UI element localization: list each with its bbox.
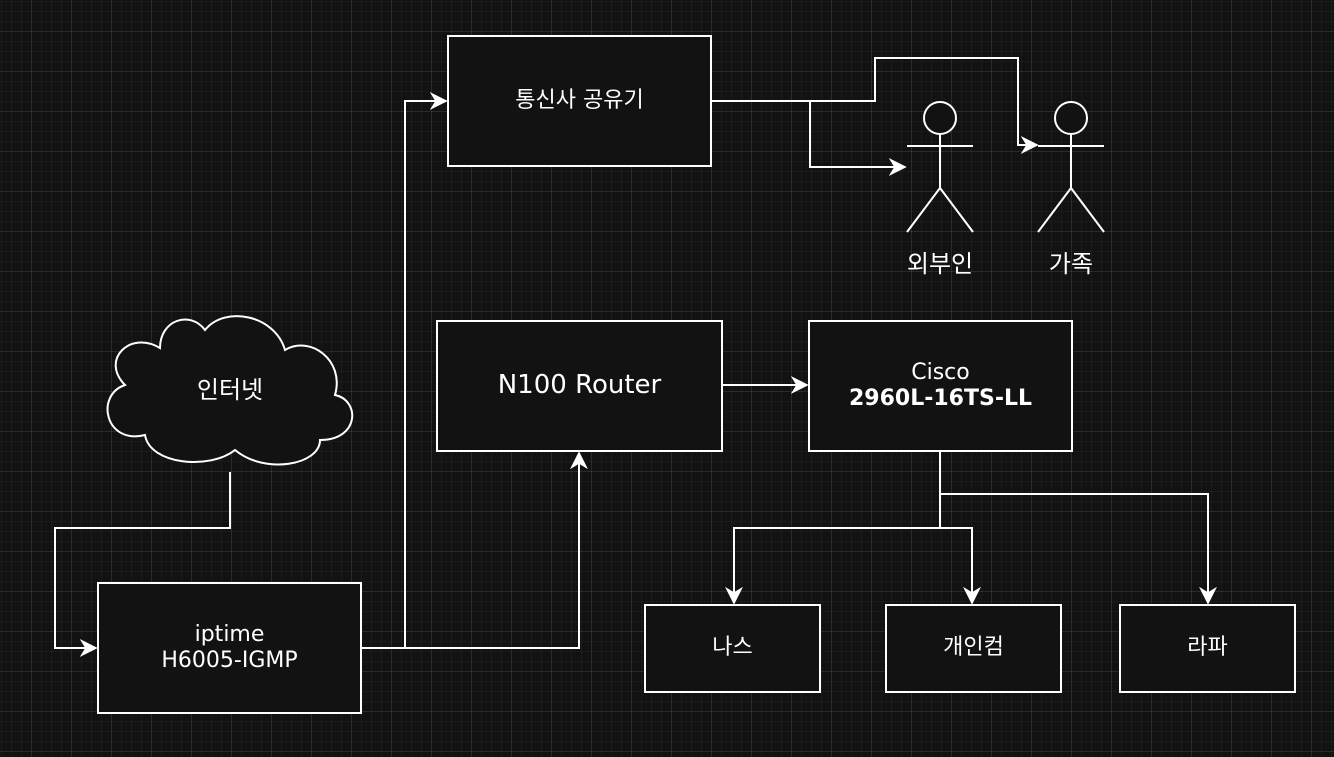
n100-router-label: N100 Router bbox=[497, 370, 662, 401]
edge-telecom-router-to-family bbox=[711, 57, 1039, 154]
edge-cisco-to-nas bbox=[725, 452, 941, 605]
outsider-person-icon bbox=[906, 101, 974, 233]
nas-label: 나스 bbox=[712, 635, 753, 661]
cisco-brand-label: Cisco bbox=[911, 359, 970, 385]
pc-label: 개인컴 bbox=[943, 635, 1004, 661]
internet-label: 인터넷 bbox=[196, 376, 264, 404]
edge-telecom-router-to-outsider bbox=[711, 100, 907, 176]
cisco-model-label: 2960L-16TS-LL bbox=[848, 386, 1032, 411]
cloud-icon bbox=[106, 315, 354, 466]
edge-iptime-to-telecom-router bbox=[361, 92, 448, 649]
nas-node[interactable]: 나스 bbox=[644, 604, 821, 693]
telecom-router-label: 통신사 공유기 bbox=[515, 87, 644, 113]
telecom-router-node[interactable]: 통신사 공유기 bbox=[447, 35, 712, 167]
edge-internet-to-iptime bbox=[54, 472, 231, 657]
family-person-icon bbox=[1037, 101, 1105, 233]
iptime-model-label: H6005-IGMP bbox=[161, 648, 298, 673]
pc-node[interactable]: 개인컴 bbox=[885, 604, 1062, 693]
raspberry-pi-label: 라파 bbox=[1187, 635, 1228, 661]
raspberry-pi-node[interactable]: 라파 bbox=[1119, 604, 1296, 693]
n100-router-node[interactable]: N100 Router bbox=[436, 320, 723, 452]
iptime-brand-label: iptime bbox=[194, 621, 265, 647]
family-label: 가족 bbox=[1048, 250, 1094, 278]
cisco-switch-node[interactable]: Cisco 2960L-16TS-LL bbox=[808, 320, 1073, 452]
edge-cisco-to-pc bbox=[940, 527, 981, 605]
edge-cisco-to-raspberry-pi bbox=[940, 493, 1217, 605]
outsider-label: 외부인 bbox=[906, 250, 974, 278]
iptime-router-node[interactable]: iptime H6005-IGMP bbox=[97, 582, 362, 714]
edge-iptime-to-n100-router bbox=[361, 451, 588, 649]
